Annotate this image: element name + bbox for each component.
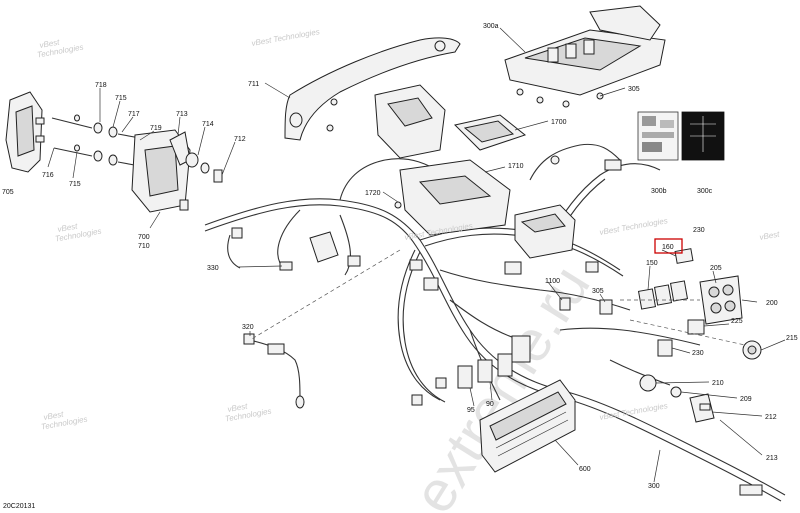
gauge-cluster-600 (479, 379, 576, 473)
center-bracket-1710 (394, 159, 511, 236)
callout-labels: 705 718 715 717 719 713 714 712 716 715 … (2, 23, 798, 490)
callout-300: 300 (648, 483, 660, 490)
callout-225: 225 (731, 318, 743, 325)
callout-300a: 300a (483, 23, 499, 30)
callout-705: 705 (2, 189, 14, 196)
callout-210: 210 (712, 380, 724, 387)
wm-g1: vBest (227, 401, 249, 413)
callout-213: 213 (766, 455, 778, 462)
callout-212: 212 (765, 414, 777, 421)
handlebar-bracket-711 (284, 37, 461, 141)
wm-i: vBest (759, 229, 781, 241)
connector-330 (279, 231, 361, 271)
callout-330: 330 (207, 265, 219, 272)
document-code: 20C20131 (3, 503, 35, 510)
callout-716: 716 (42, 172, 54, 179)
callout-95: 95 (467, 407, 475, 414)
callout-305a: 305 (628, 86, 640, 93)
callout-150: 150 (646, 260, 658, 267)
highlight-box (654, 238, 683, 254)
dashed-leaders (249, 249, 746, 346)
wm-h: vBest Technologies (599, 401, 669, 422)
switch-cluster (637, 248, 762, 360)
site-watermark: extreme.ru (401, 255, 603, 513)
callout-90: 90 (486, 401, 494, 408)
callout-209: 209 (740, 396, 752, 403)
harness-connectors (231, 98, 763, 496)
ignition-parts (639, 374, 715, 423)
callout-711: 711 (248, 81, 259, 88)
callout-600: 600 (579, 466, 591, 473)
connector-block-95-90 (457, 335, 531, 389)
callout-712: 712 (234, 136, 246, 143)
sensor-320 (243, 333, 305, 409)
switch-housing-705 (5, 91, 45, 173)
callout-1710: 1710 (508, 163, 524, 170)
wm-b: vBest Technologies (251, 27, 321, 48)
callout-300c: 300c (697, 188, 713, 195)
callout-320: 320 (242, 324, 254, 331)
cover-1700 (454, 114, 527, 151)
wm-a1: vBest (39, 37, 61, 49)
callout-1720: 1720 (365, 190, 381, 197)
column-bracket (374, 84, 446, 159)
callout-215: 215 (786, 335, 798, 342)
callout-718: 718 (95, 82, 107, 89)
callout-305b: 305 (592, 288, 604, 295)
callout-leaders (47, 27, 786, 483)
callout-715b: 715 (69, 181, 81, 188)
callout-205: 205 (710, 265, 722, 272)
label-sheets (637, 111, 725, 161)
wm-e: vBest Technologies (599, 216, 669, 237)
callout-713: 713 (176, 111, 188, 118)
callout-160: 160 (662, 244, 674, 251)
wm-f1: vBest (43, 409, 65, 421)
callout-715a: 715 (115, 95, 127, 102)
callout-714: 714 (202, 121, 214, 128)
callout-300b: 300b (651, 188, 667, 195)
fastener-set (51, 114, 141, 167)
callout-1700: 1700 (551, 119, 567, 126)
callout-200: 200 (766, 300, 778, 307)
module-block (514, 204, 576, 259)
callout-1100: 1100 (545, 278, 560, 285)
callout-230b: 230 (692, 350, 704, 357)
callout-710: 710 (138, 243, 150, 250)
switch-body-700 (131, 129, 223, 213)
gauge-bracket-300a (504, 5, 666, 108)
callout-230a: 230 (693, 227, 705, 234)
callout-717: 717 (128, 111, 140, 118)
callout-719: 719 (150, 125, 162, 132)
callout-700: 700 (138, 234, 150, 241)
wm-c1: vBest (57, 221, 79, 233)
